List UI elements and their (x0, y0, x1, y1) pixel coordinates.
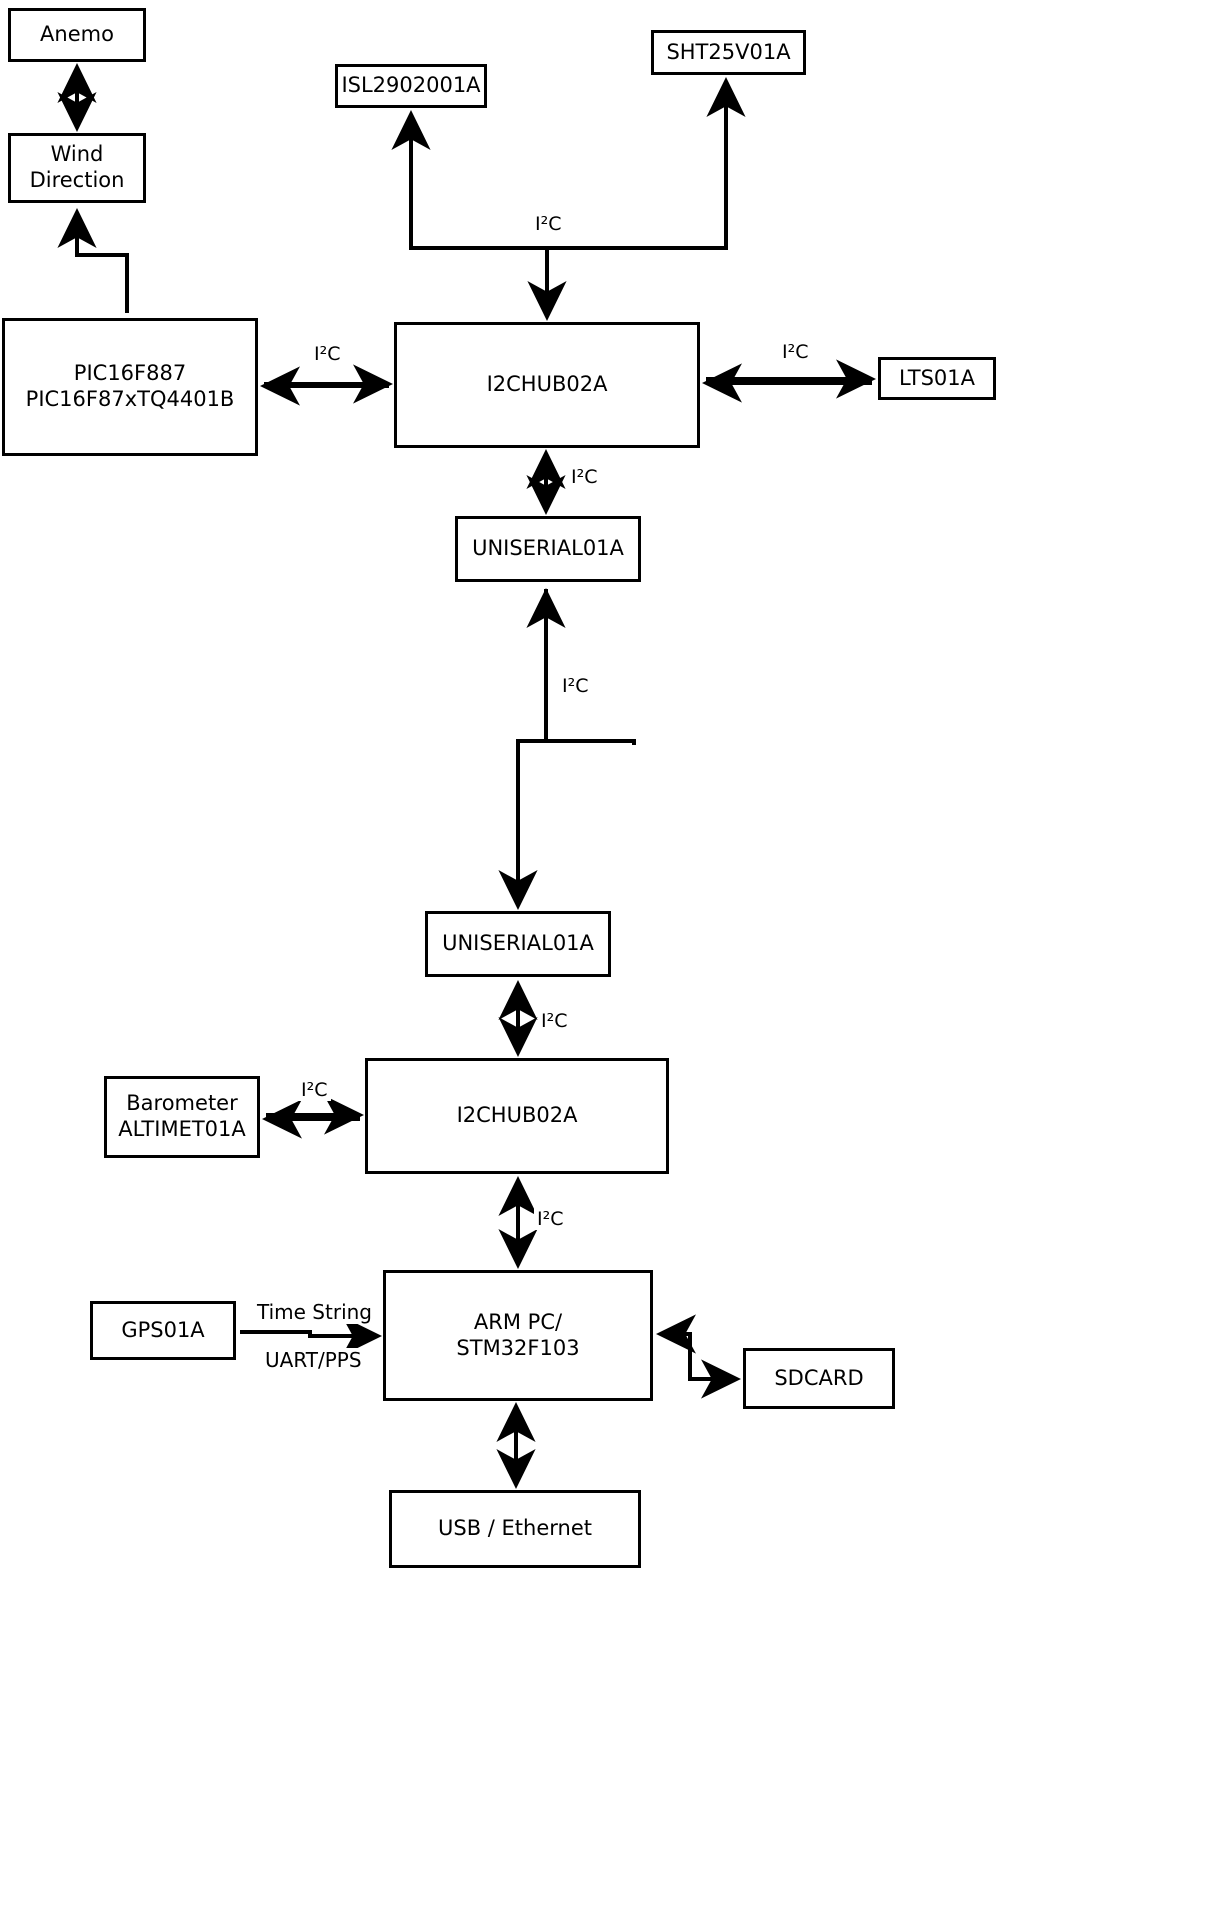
edge-hubtop-sht (545, 76, 746, 317)
edge-pic-winddir (57, 207, 129, 313)
node-i2chub02a-top[interactable]: I2CHUB02A (394, 322, 700, 448)
node-pic16f887[interactable]: PIC16F887 PIC16F87xTQ4401B (2, 318, 258, 456)
edge-label-i2c-hub2-arm: I²C (534, 1208, 567, 1230)
edge-label-i2c-uni-uni: I²C (559, 675, 592, 697)
edge-label-time-string: Time String (254, 1300, 375, 1324)
node-barometer-altimet01a[interactable]: Barometer ALTIMET01A (104, 1076, 260, 1158)
edge-hubtop-isl (391, 109, 549, 317)
node-isl2902001a[interactable]: ISL2902001A (335, 64, 487, 108)
edge-label-i2c-pic-hub: I²C (311, 343, 344, 365)
node-uniserial01a-top[interactable]: UNISERIAL01A (455, 516, 641, 582)
edge-armpc-sdcard (655, 1314, 742, 1399)
edge-label-i2c-hub-lts: I²C (779, 341, 812, 363)
node-usb-ethernet[interactable]: USB / Ethernet (389, 1490, 641, 1568)
edge-label-i2c-baro-hub2: I²C (298, 1079, 331, 1101)
edge-unitop-unibottom (498, 587, 636, 911)
node-anemo[interactable]: Anemo (8, 8, 146, 62)
node-sht25v01a[interactable]: SHT25V01A (651, 30, 806, 75)
edge-hubtop-lts (701, 359, 877, 403)
node-gps01a[interactable]: GPS01A (90, 1301, 236, 1360)
node-wind-direction[interactable]: Wind Direction (8, 133, 146, 203)
edge-barometer-hubbottom (261, 1095, 365, 1139)
node-sdcard[interactable]: SDCARD (743, 1348, 895, 1409)
edge-label-i2c-uni-hub2: I²C (538, 1010, 571, 1032)
node-i2chub02a-bottom[interactable]: I2CHUB02A (365, 1058, 669, 1174)
node-uniserial01a-bottom[interactable]: UNISERIAL01A (425, 911, 611, 977)
edge-gps-armpc (240, 1316, 383, 1356)
edge-label-uart-pps: UART/PPS (262, 1348, 365, 1372)
edge-label-i2c-top-bus: I²C (532, 213, 565, 235)
node-arm-pc-stm32f103[interactable]: ARM PC/ STM32F103 (383, 1270, 653, 1401)
node-lts01a[interactable]: LTS01A (878, 357, 996, 400)
edge-label-i2c-hub-uni: I²C (568, 466, 601, 488)
edge-pic-hubtop (259, 364, 394, 406)
